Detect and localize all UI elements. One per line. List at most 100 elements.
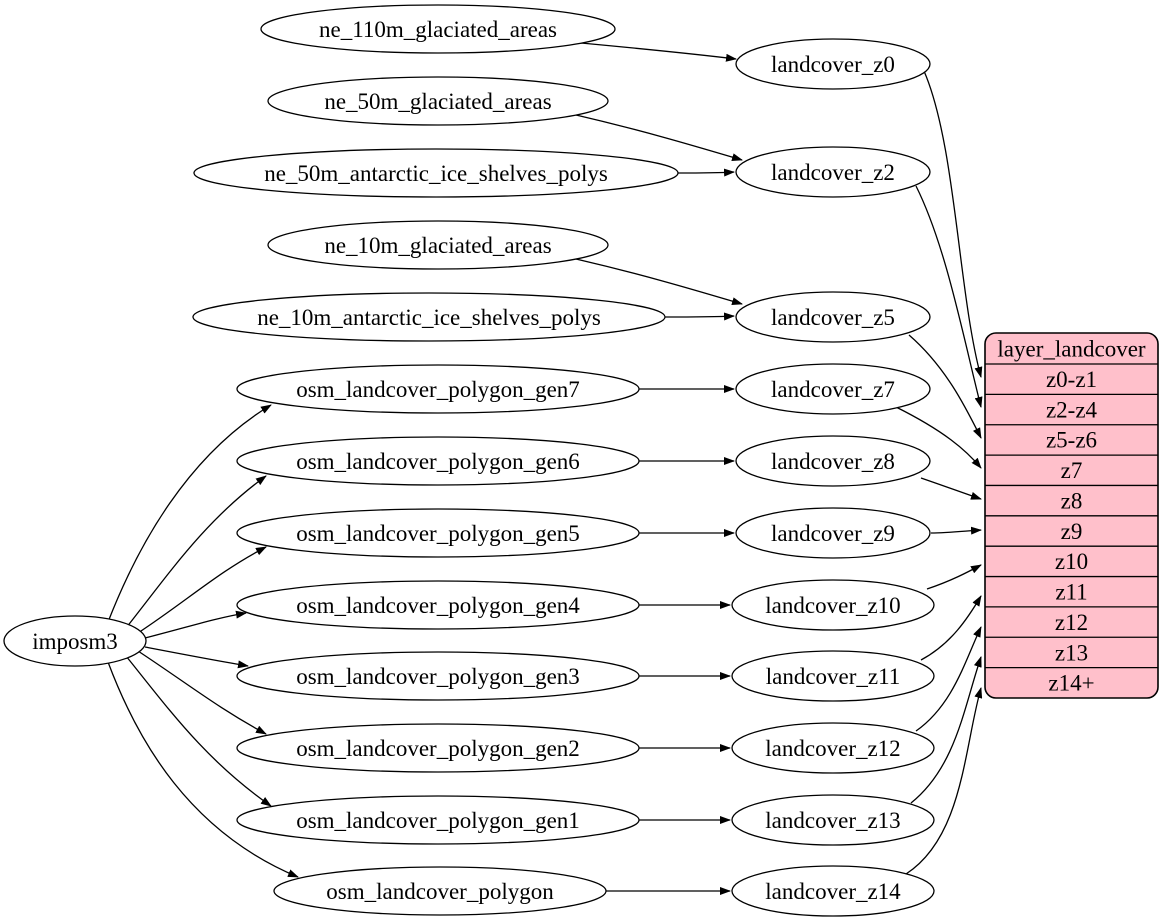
node-label-osm_landcover_polygon_gen1: osm_landcover_polygon_gen1 [296,808,580,833]
edge-ne_110m_glaciated_areas-landcover_z0 [580,42,737,62]
edge-landcover_z0-layer_landcover:z0-z1 [923,70,983,378]
node-osm_landcover_polygon_gen1: osm_landcover_polygon_gen1 [236,795,640,845]
node-label-landcover_z13: landcover_z13 [765,808,900,833]
node-label-landcover_z10: landcover_z10 [765,593,900,618]
edge-landcover_z14-layer_landcover:z14+ [905,687,983,875]
node-label-ne_110m_glaciated_areas: ne_110m_glaciated_areas [319,17,557,42]
record-row-z10: z10 [1055,549,1088,574]
node-label-landcover_z2: landcover_z2 [771,160,895,185]
node-ellipse-osm_landcover_polygon [273,866,607,916]
node-osm_landcover_polygon_gen7: osm_landcover_polygon_gen7 [236,364,640,414]
node-ne_10m_glaciated_areas: ne_10m_glaciated_areas [267,220,609,270]
record-title: layer_landcover [997,336,1145,361]
node-osm_landcover_polygon_gen5: osm_landcover_polygon_gen5 [236,508,640,558]
edge-ne_10m_antarctic_ice_shelves_polys-landcover_z5 [664,312,735,321]
node-osm_landcover_polygon_gen2: osm_landcover_polygon_gen2 [236,723,640,773]
node-osm_landcover_polygon_gen3: osm_landcover_polygon_gen3 [236,651,640,701]
record-row-z7: z7 [1061,458,1083,483]
node-ellipse-landcover_z12 [731,722,935,774]
node-osm_landcover_polygon_gen4: osm_landcover_polygon_gen4 [236,580,640,630]
node-label-landcover_z14: landcover_z14 [765,879,901,904]
record-row-z8: z8 [1061,488,1083,513]
node-ne_50m_glaciated_areas: ne_50m_glaciated_areas [267,76,609,126]
node-ellipse-ne_50m_glaciated_areas [267,76,609,126]
node-label-osm_landcover_polygon: osm_landcover_polygon [326,879,554,904]
node-landcover_z0: landcover_z0 [735,38,931,90]
node-ellipse-osm_landcover_polygon_gen5 [236,508,640,558]
edge-imposm3-osm_landcover_polygon_gen6 [125,475,267,629]
node-label-landcover_z7: landcover_z7 [771,377,895,402]
edge-imposm3-osm_landcover_polygon [107,661,299,878]
node-ellipse-ne_110m_glaciated_areas [260,4,616,54]
edge-ne_50m_antarctic_ice_shelves_polys-landcover_z2 [677,168,735,177]
node-ellipse-ne_50m_antarctic_ice_shelves_polys [193,148,679,198]
node-landcover_z2: landcover_z2 [735,146,931,198]
node-ellipse-osm_landcover_polygon_gen2 [236,723,640,773]
edge-landcover_z2-layer_landcover:z2-z4 [915,185,983,408]
node-label-landcover_z0: landcover_z0 [771,52,895,77]
node-ellipse-ne_10m_antarctic_ice_shelves_polys [192,292,666,342]
edge-imposm3-osm_landcover_polygon_gen7 [107,404,272,623]
node-ellipse-landcover_z8 [735,435,931,487]
node-label-osm_landcover_polygon_gen6: osm_landcover_polygon_gen6 [296,449,580,474]
edge-landcover_z5-layer_landcover:z5-z6 [908,334,982,439]
node-ellipse-landcover_z5 [735,291,931,343]
node-ellipse-landcover_z14 [731,865,935,917]
node-ellipse-imposm3 [3,615,147,667]
node-label-landcover_z11: landcover_z11 [766,664,901,689]
node-ellipse-osm_landcover_polygon_gen7 [236,364,640,414]
node-imposm3: imposm3 [3,615,147,667]
node-label-ne_50m_glaciated_areas: ne_50m_glaciated_areas [324,89,551,114]
node-ellipse-osm_landcover_polygon_gen1 [236,795,640,845]
edge-ne_10m_glaciated_areas-landcover_z5 [575,258,743,306]
node-ellipse-landcover_z11 [731,650,935,702]
node-ellipse-osm_landcover_polygon_gen4 [236,580,640,630]
edge-landcover_z8-layer_landcover:z8 [920,477,982,500]
node-landcover_z13: landcover_z13 [731,794,935,846]
node-label-osm_landcover_polygon_gen7: osm_landcover_polygon_gen7 [296,377,580,402]
node-ellipse-osm_landcover_polygon_gen6 [236,436,640,486]
node-ne_50m_antarctic_ice_shelves_polys: ne_50m_antarctic_ice_shelves_polys [193,148,679,198]
edge-imposm3-osm_landcover_polygon_gen4 [144,610,247,639]
edge-imposm3-osm_landcover_polygon_gen1 [125,655,272,807]
node-label-imposm3: imposm3 [32,629,118,654]
node-ellipse-landcover_z9 [735,507,931,559]
edge-landcover_z11-layer_landcover:z11 [920,595,982,661]
edge-landcover_z7-layer_landcover:z7 [895,406,982,469]
edge-landcover_z10-layer_landcover:z10 [926,564,982,590]
node-landcover_z8: landcover_z8 [735,435,931,487]
node-ellipse-landcover_z13 [731,794,935,846]
node-label-landcover_z9: landcover_z9 [771,521,895,546]
node-ellipse-osm_landcover_polygon_gen3 [236,651,640,701]
record-row-z11: z11 [1055,580,1087,605]
edge-landcover_z13-layer_landcover:z13 [910,656,982,804]
edge-ne_50m_glaciated_areas-landcover_z2 [575,114,743,162]
node-label-landcover_z12: landcover_z12 [765,736,900,761]
node-landcover_z12: landcover_z12 [731,722,935,774]
edge-imposm3-osm_landcover_polygon_gen3 [144,646,249,669]
node-ne_10m_antarctic_ice_shelves_polys: ne_10m_antarctic_ice_shelves_polys [192,292,666,342]
record-row-z13: z13 [1055,640,1088,665]
record-row-z14+: z14+ [1048,671,1094,696]
node-label-landcover_z8: landcover_z8 [771,449,895,474]
node-label-osm_landcover_polygon_gen3: osm_landcover_polygon_gen3 [296,664,580,689]
node-label-osm_landcover_polygon_gen4: osm_landcover_polygon_gen4 [296,593,580,618]
edge-imposm3-osm_landcover_polygon_gen2 [137,650,267,735]
record-row-z9: z9 [1061,519,1083,544]
edge-landcover_z9-layer_landcover:z9 [930,526,982,535]
node-label-ne_10m_glaciated_areas: ne_10m_glaciated_areas [324,233,551,258]
node-landcover_z14: landcover_z14 [731,865,935,917]
node-ellipse-landcover_z0 [735,38,931,90]
node-osm_landcover_polygon_gen6: osm_landcover_polygon_gen6 [236,436,640,486]
node-ellipse-landcover_z2 [735,146,931,198]
node-ellipse-landcover_z10 [731,579,935,631]
record-row-z5-z6: z5-z6 [1046,428,1097,453]
node-label-ne_50m_antarctic_ice_shelves_polys: ne_50m_antarctic_ice_shelves_polys [264,161,608,186]
node-landcover_z9: landcover_z9 [735,507,931,559]
record-row-z0-z1: z0-z1 [1046,367,1097,392]
node-label-landcover_z5: landcover_z5 [771,305,895,330]
node-osm_landcover_polygon: osm_landcover_polygon [273,866,607,916]
node-landcover_z10: landcover_z10 [731,579,935,631]
